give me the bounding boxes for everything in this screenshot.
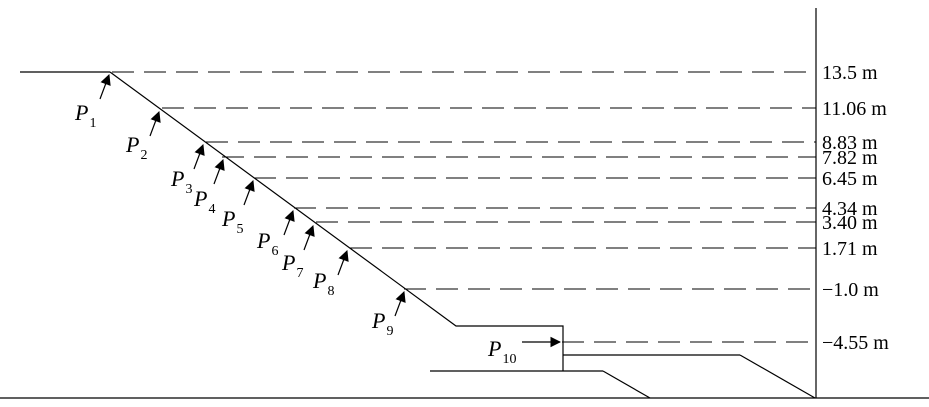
pressure-point-label: P7 xyxy=(281,250,303,281)
pressure-arrows xyxy=(99,73,562,348)
pressure-point-label: P6 xyxy=(256,228,278,259)
level-label: −1.0 m xyxy=(822,279,879,301)
pressure-arrow xyxy=(193,143,205,170)
level-label: 4.34 m xyxy=(822,198,878,220)
pressure-arrow xyxy=(149,110,161,137)
outer-slope-line xyxy=(739,354,816,399)
toe-slope-line xyxy=(602,370,651,399)
level-label: 8.83 m xyxy=(822,132,878,154)
pressure-point-label: P5 xyxy=(221,206,243,237)
pressure-point-label: P10 xyxy=(487,336,516,367)
level-label: 1.71 m xyxy=(822,238,878,260)
level-label: 13.5 m xyxy=(822,62,878,84)
pressure-arrow xyxy=(243,179,255,206)
slope-profile xyxy=(109,71,564,371)
pressure-point-label: P2 xyxy=(125,132,147,163)
pressure-point-label: P9 xyxy=(371,308,393,339)
pressure-arrow xyxy=(303,224,315,251)
pressure-arrow xyxy=(337,249,349,276)
level-label: 3.40 m xyxy=(822,212,878,234)
pressure-point-label: P4 xyxy=(193,186,215,217)
pressure-point-label: P3 xyxy=(170,166,192,197)
pressure-arrow xyxy=(283,209,295,236)
level-labels: 13.5 m 11.06 m 8.83 m7.82 m6.45 m 4.34 m3.4… xyxy=(822,62,889,354)
level-label: −4.55 m xyxy=(822,332,889,354)
pressure-arrow xyxy=(99,73,111,100)
level-label: 11.06 m xyxy=(822,98,887,120)
level-label: 6.45 m xyxy=(822,168,878,190)
pressure-point-label: P1 xyxy=(74,100,96,131)
level-lines xyxy=(112,71,816,343)
level-label: 7.82 m xyxy=(822,147,878,169)
pressure-arrow xyxy=(213,158,225,185)
pressure-arrow xyxy=(394,290,406,317)
pressure-point-label: P8 xyxy=(312,268,334,299)
